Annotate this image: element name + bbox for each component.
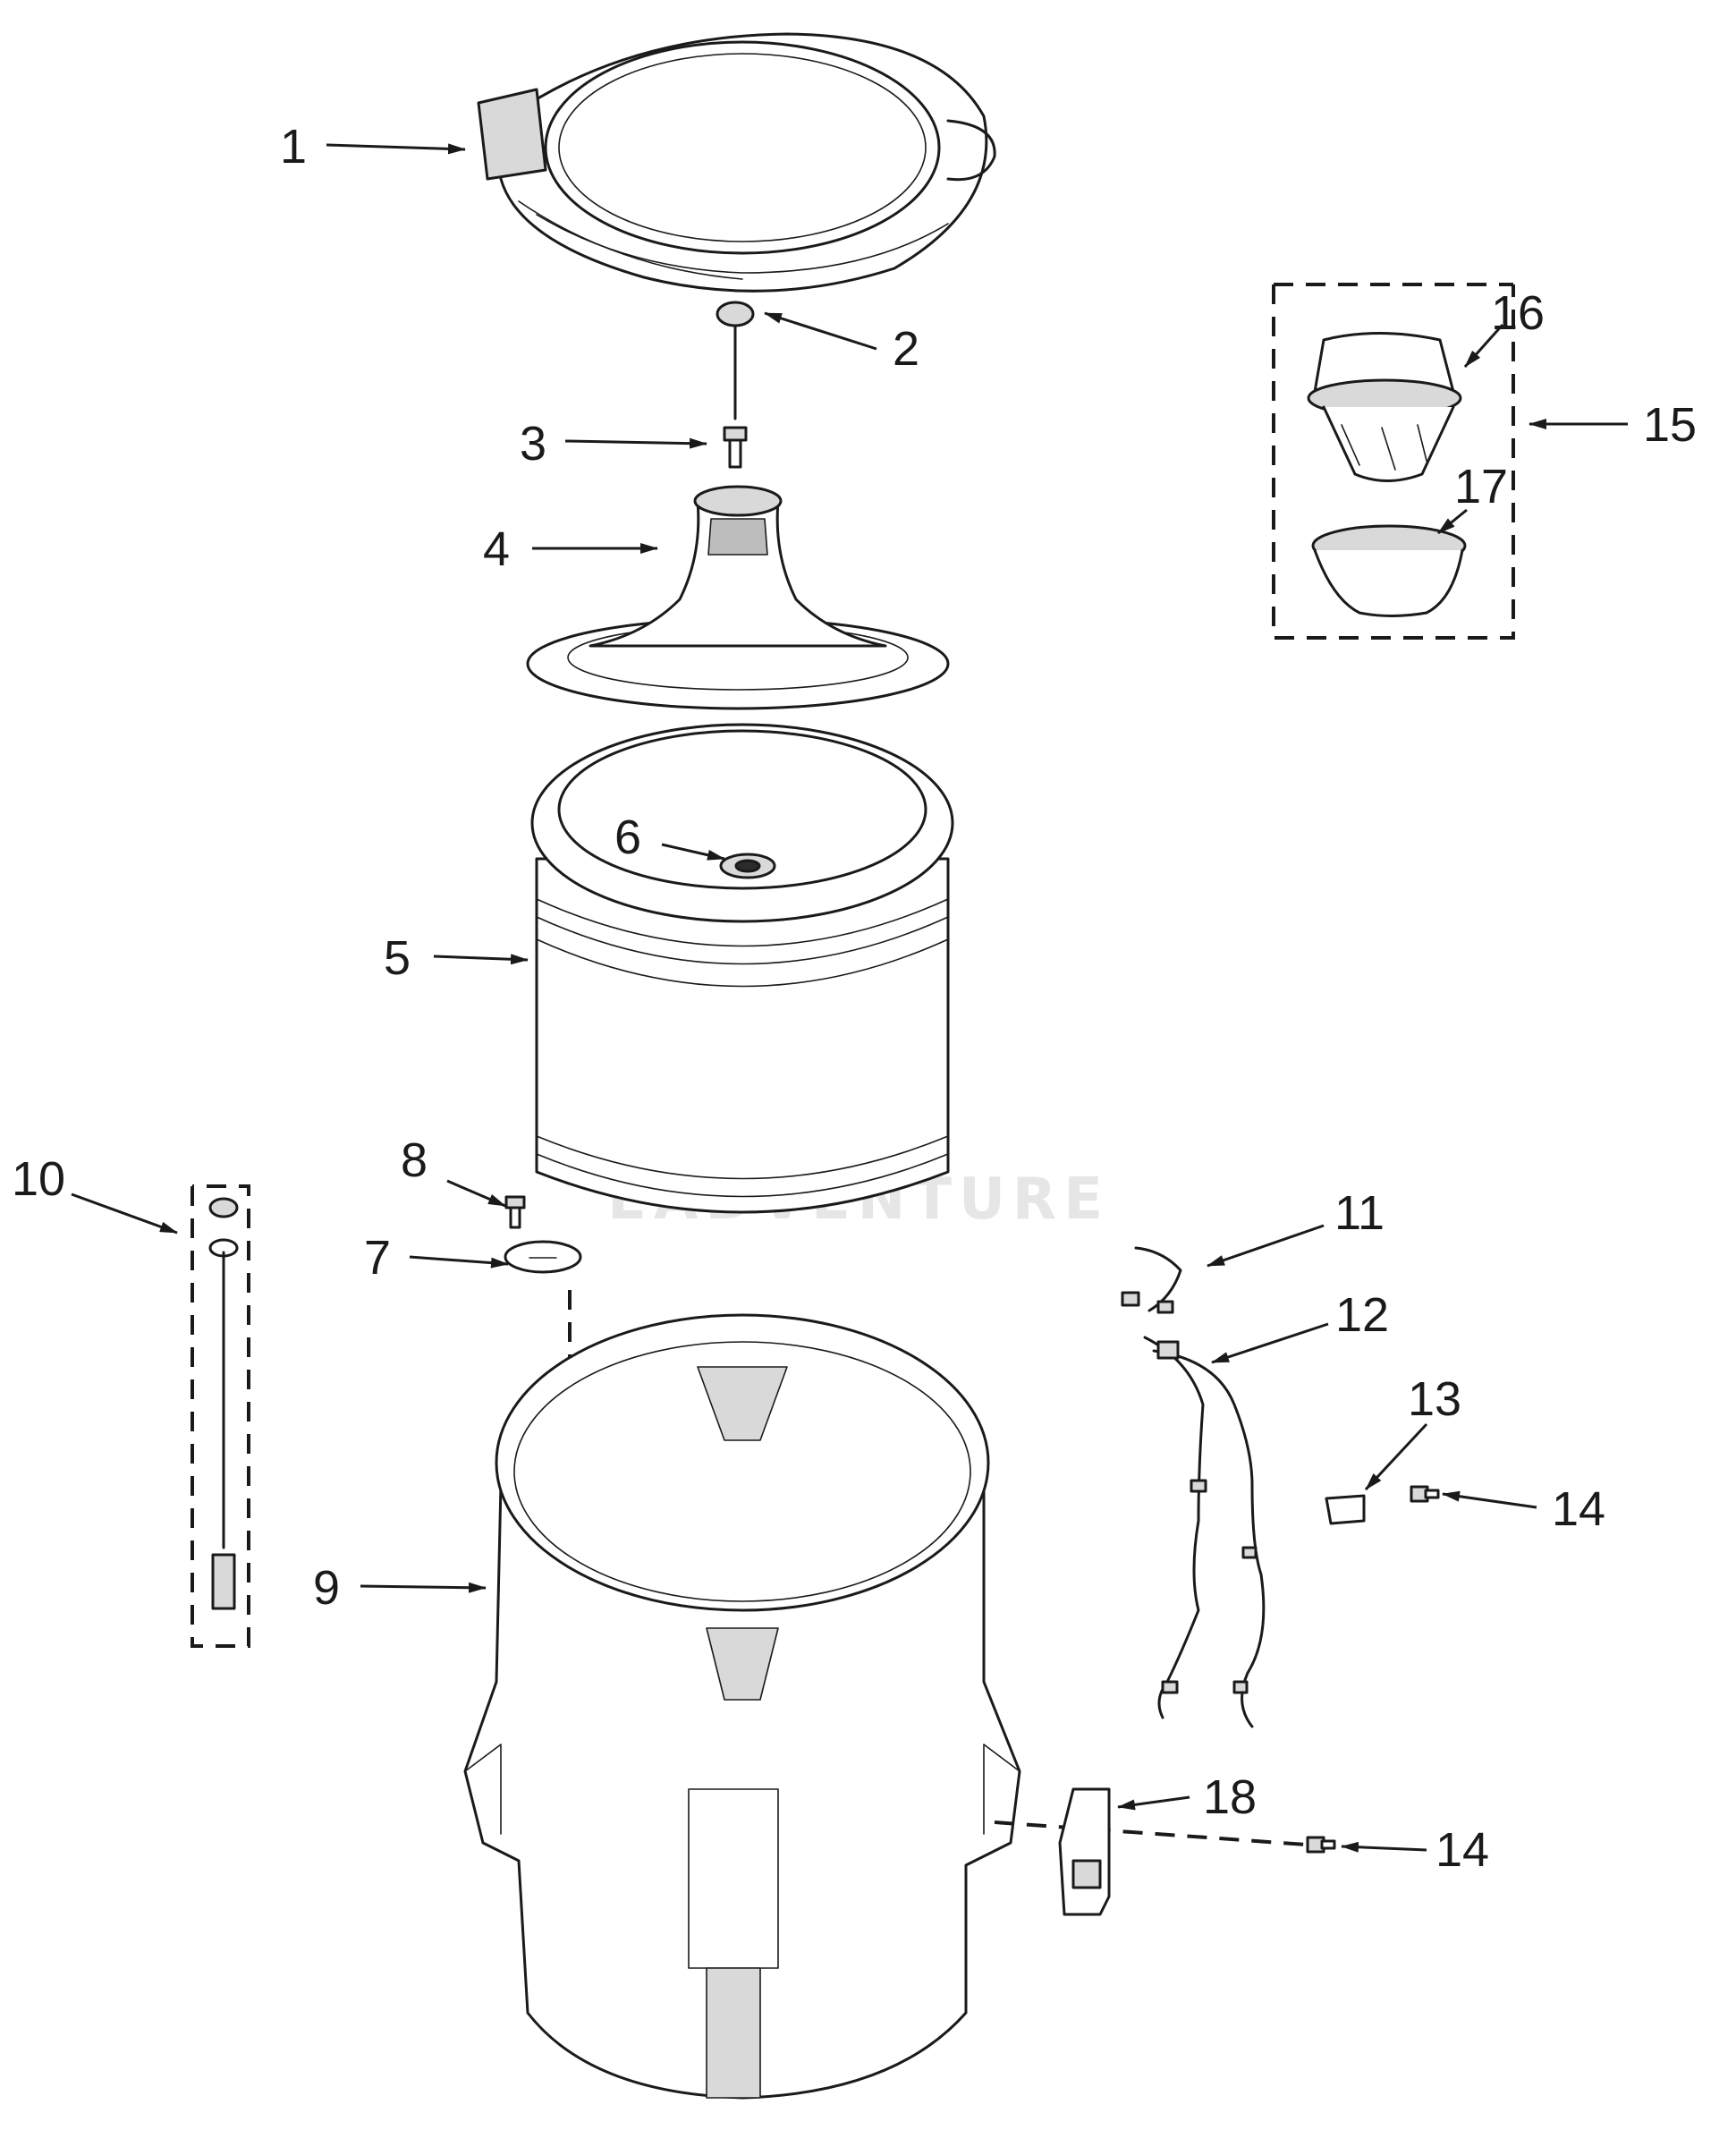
part-1-tub-ring[interactable] [477,32,996,293]
part-2-cap[interactable] [716,301,755,420]
part-17-dispenser-cup[interactable] [1311,524,1467,617]
leader-8 [446,1179,506,1208]
part-8-screw[interactable] [504,1195,526,1229]
leader-14a [1442,1490,1537,1509]
leader-17 [1437,508,1468,535]
alignment-line-18-14 [994,1820,1307,1846]
leader-16 [1463,324,1504,368]
leader-18 [1117,1795,1190,1811]
callout-4: 4 [483,522,510,576]
leader-13 [1364,1422,1428,1491]
part-10-group-box [191,1184,250,1648]
leader-6 [661,843,725,861]
callout-18: 18 [1203,1770,1257,1824]
leader-12 [1211,1322,1329,1364]
leader-14b [1341,1841,1427,1853]
callout-14-upper: 14 [1552,1482,1605,1536]
callout-7: 7 [364,1231,391,1285]
callout-16: 16 [1491,286,1545,340]
callout-3: 3 [520,417,546,471]
leader-1 [326,143,466,155]
part-7-plate[interactable] [504,1240,582,1274]
part-18-bracket[interactable] [1058,1787,1111,1916]
callout-8: 8 [401,1133,428,1187]
part-6-hub[interactable] [719,853,776,879]
part-11-harness-top[interactable] [1121,1246,1182,1314]
leader-7 [409,1255,509,1269]
callout-2: 2 [893,322,919,376]
part-10-suspension-rod[interactable] [208,1197,239,1610]
part-16-fabric-softener-dispenser[interactable] [1307,332,1462,482]
part-15-group-box [1272,283,1515,640]
callout-9: 9 [313,1561,340,1615]
leader-10 [71,1192,178,1235]
leader-5 [433,954,529,965]
callout-1: 1 [280,120,307,174]
part-12-wire-harness[interactable] [1143,1336,1266,1728]
callout-10: 10 [12,1152,65,1206]
leader-11 [1207,1224,1325,1268]
leaders [71,143,1628,1853]
leader-3 [564,437,707,449]
part-5-basket[interactable] [530,723,954,1214]
callout-6: 6 [614,810,641,864]
part-13-clip[interactable] [1325,1494,1366,1525]
part-4-impeller[interactable] [526,485,950,710]
callout-5: 5 [384,931,411,985]
callout-12: 12 [1335,1288,1389,1342]
callout-11: 11 [1334,1186,1385,1240]
part-9-outer-tub[interactable] [463,1313,1021,2100]
callouts: 1 2 3 4 5 6 7 8 9 10 11 12 13 14 15 16 1… [12,120,1697,1877]
part-3-bolt[interactable] [723,426,748,469]
callout-17: 17 [1454,460,1508,513]
callout-14-lower: 14 [1435,1823,1489,1877]
callout-15: 15 [1643,398,1697,452]
part-14-screw-lower[interactable] [1306,1836,1336,1854]
leader-2 [764,311,877,351]
part-14-screw-upper[interactable] [1410,1485,1440,1503]
callout-13: 13 [1408,1372,1461,1426]
leader-9 [360,1582,487,1593]
